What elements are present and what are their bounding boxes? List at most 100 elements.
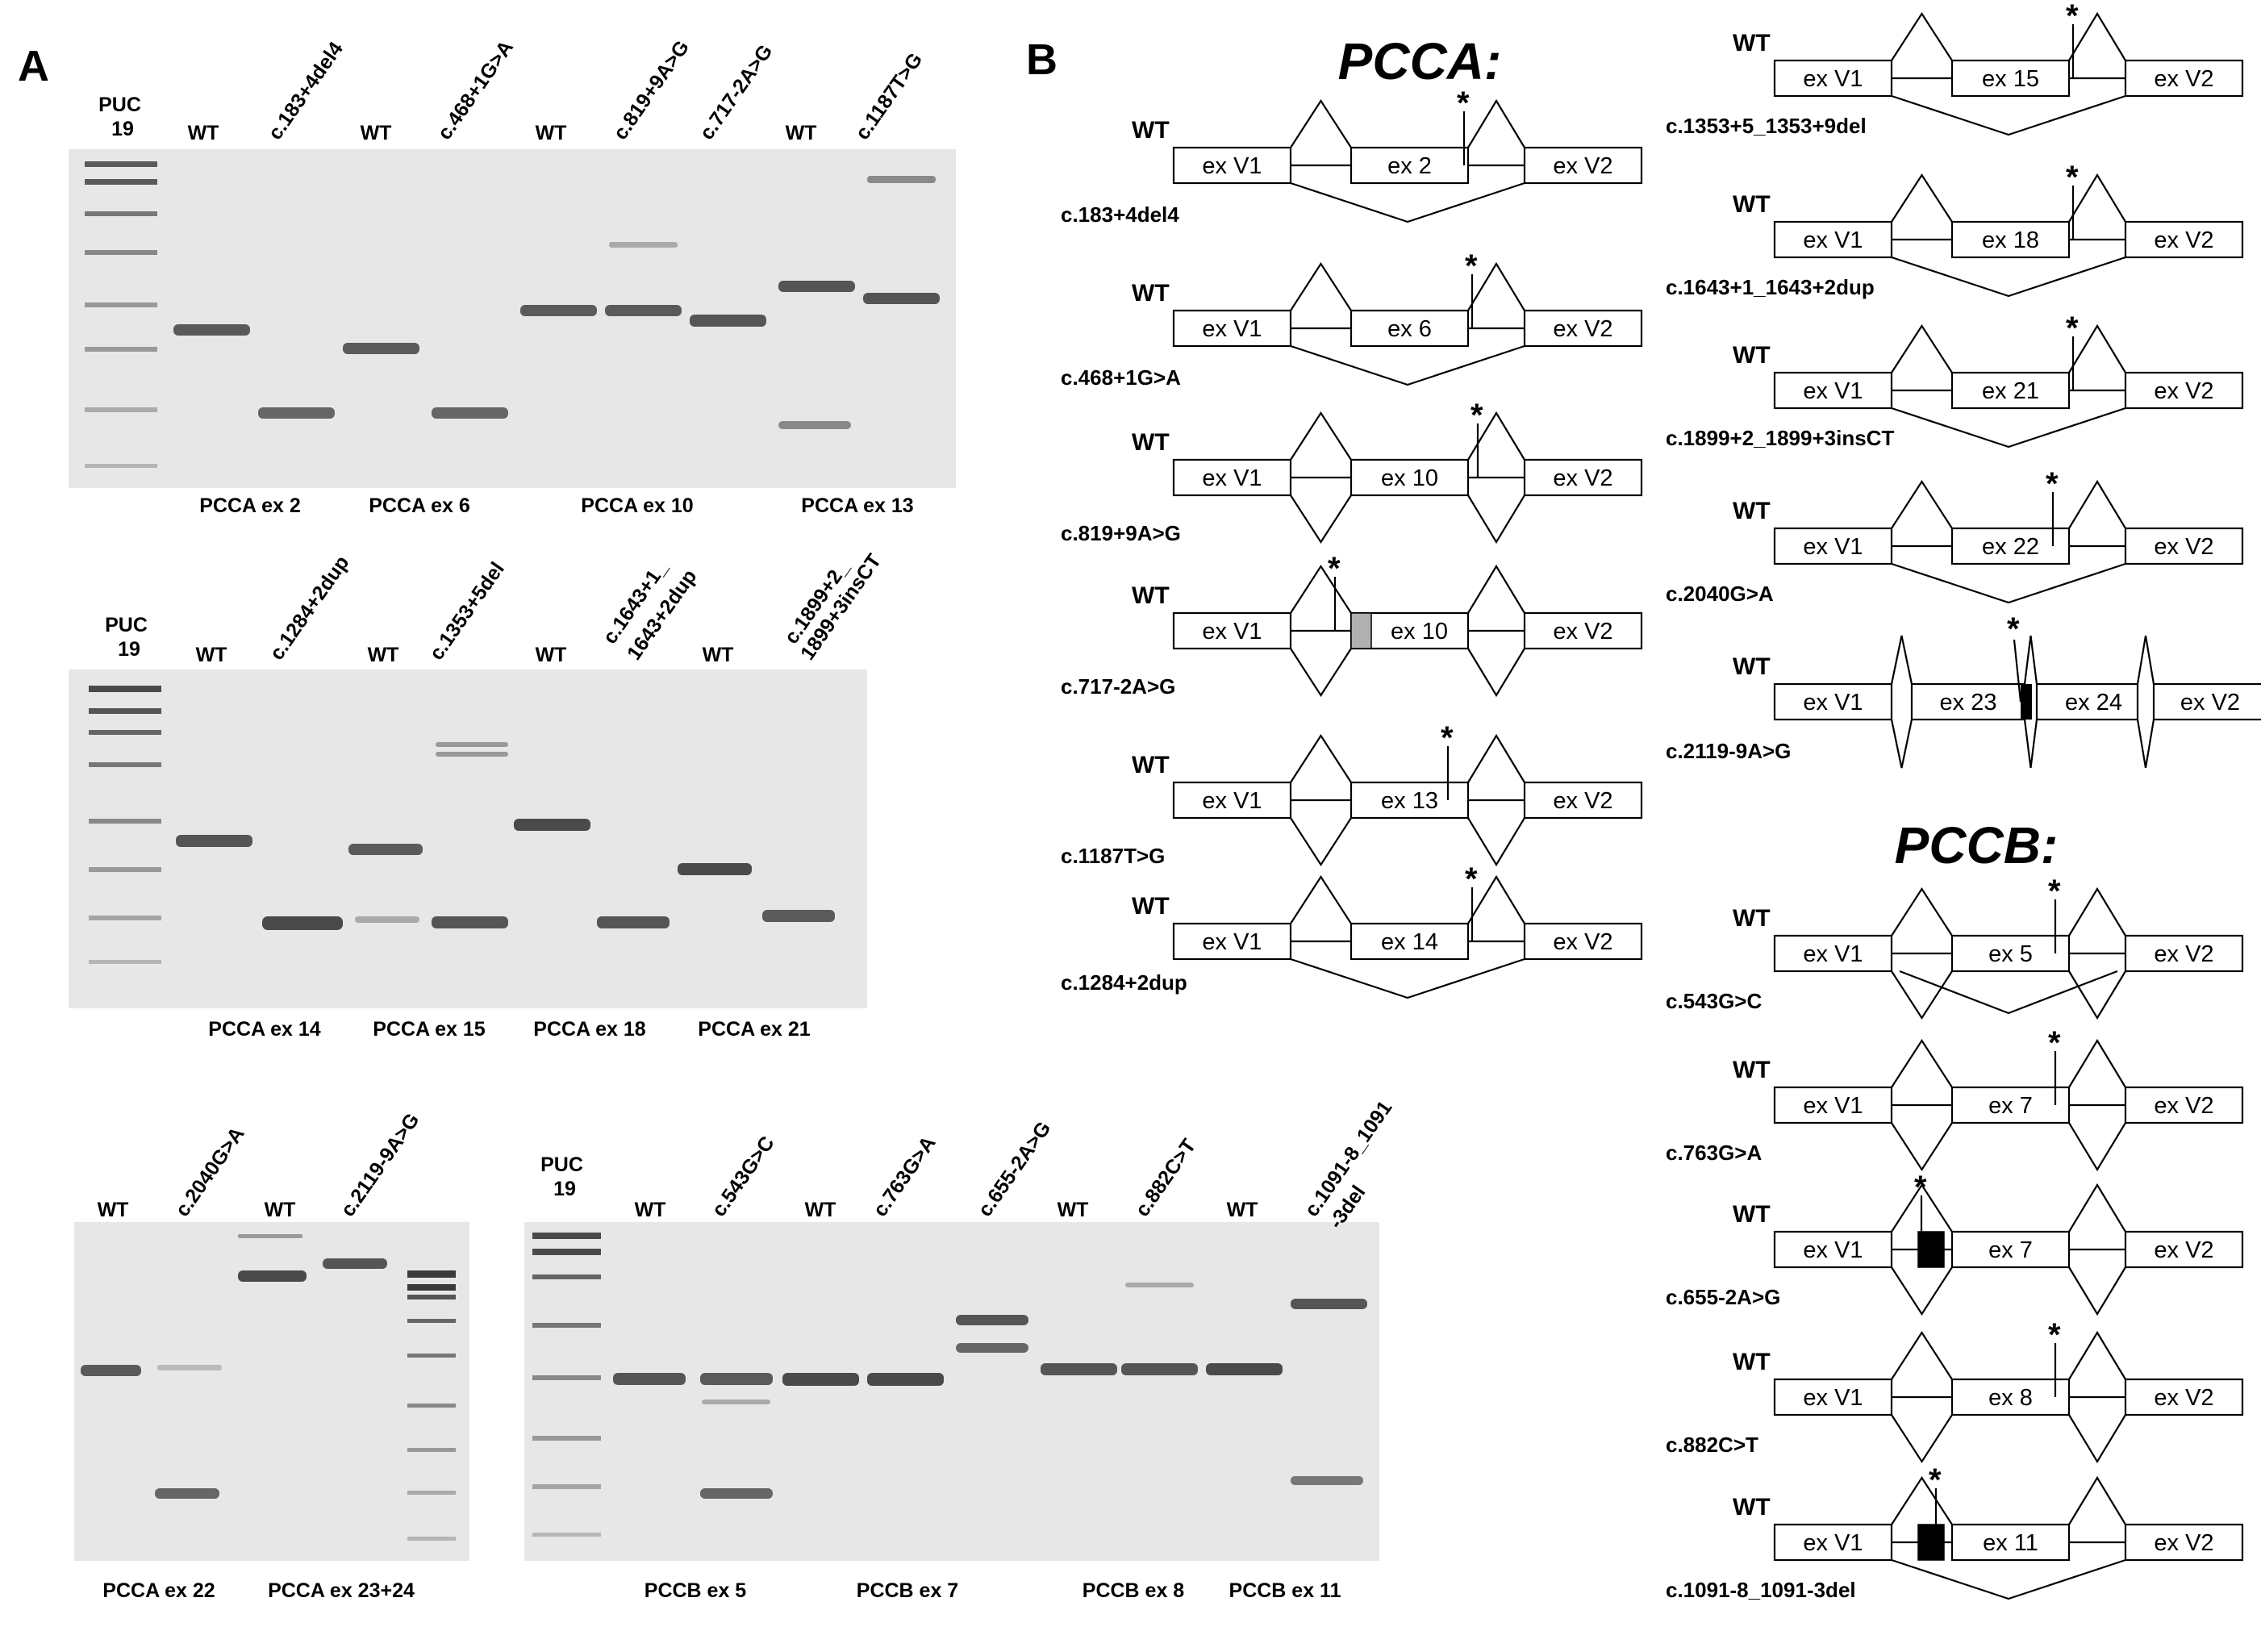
gel-image-4 bbox=[524, 1222, 1379, 1561]
splice-arc bbox=[1891, 1038, 1953, 1088]
exon-v2-label: ex V2 bbox=[1553, 316, 1612, 342]
exon-box bbox=[1950, 1523, 2071, 1562]
splice-arc bbox=[2068, 323, 2126, 373]
wt-label: WT bbox=[1733, 653, 1771, 680]
exon-v2-label: ex V2 bbox=[2154, 1530, 2213, 1556]
wt-label: WT bbox=[1132, 582, 1170, 609]
splice-arc bbox=[1290, 261, 1352, 311]
variant-label: c.655-2A>G bbox=[1666, 1285, 1780, 1309]
splice-arc bbox=[1290, 411, 1352, 461]
lane-label-wt: WT bbox=[1057, 1199, 1089, 1221]
gel-group-label: PCCA ex 18 bbox=[533, 1018, 646, 1041]
mutation-star: * bbox=[1328, 551, 1341, 586]
splice-arc bbox=[1891, 1414, 1953, 1464]
gel2-marker-label: PUC 19 bbox=[105, 614, 153, 661]
exon-box bbox=[1350, 146, 1470, 185]
exon-box bbox=[1350, 309, 1470, 348]
exon-label: ex 13 bbox=[1381, 788, 1438, 814]
gel-group-label: PCCA ex 21 bbox=[698, 1018, 811, 1041]
variant-label: c.2040G>A bbox=[1666, 582, 1774, 606]
gel2-marker-line2: 19 bbox=[118, 638, 140, 661]
mutation-star: * bbox=[1914, 1170, 1927, 1205]
gel-group-label: PCCA ex 22 bbox=[102, 1579, 215, 1602]
exon-v1-box bbox=[1172, 309, 1292, 348]
mutation-star: * bbox=[2007, 611, 2020, 647]
exon-v2-box bbox=[2124, 527, 2244, 565]
exon-v2-box bbox=[2124, 220, 2244, 259]
exon-v2-label: ex V2 bbox=[1553, 465, 1612, 491]
skip-arc bbox=[1290, 344, 1525, 386]
wt-label: WT bbox=[1733, 1201, 1771, 1228]
gel-group-label: PCCA ex 15 bbox=[373, 1018, 486, 1041]
splice-arc bbox=[1891, 1266, 1953, 1316]
variant-label: c.1187T>G bbox=[1061, 844, 1165, 868]
exon-v1-label: ex V1 bbox=[1803, 1093, 1863, 1119]
wt-label: WT bbox=[1733, 1494, 1771, 1521]
exon-v2-box bbox=[1523, 309, 1643, 348]
gel2-ladder bbox=[89, 686, 161, 964]
splice-arc bbox=[1290, 564, 1352, 614]
gel-group-label: PCCB ex 7 bbox=[857, 1579, 958, 1602]
exon-box bbox=[1350, 922, 1470, 961]
exon-v2-label: ex V2 bbox=[2154, 227, 2213, 253]
exon-v1-label: ex V1 bbox=[1803, 534, 1863, 560]
lane-label-wt: WT bbox=[265, 1199, 296, 1221]
gel-group-label: PCCB ex 5 bbox=[645, 1579, 747, 1602]
mutation-star: * bbox=[1465, 861, 1478, 897]
exon-v1-label: ex V1 bbox=[1803, 690, 1863, 715]
gel-group-label: PCCB ex 11 bbox=[1229, 1579, 1341, 1602]
exon-v1-label: ex V1 bbox=[1202, 465, 1262, 491]
gel4-ladder bbox=[532, 1233, 601, 1537]
mutation-star: * bbox=[2066, 311, 2079, 346]
exon-v1-label: ex V1 bbox=[1803, 1385, 1863, 1411]
splice-arc bbox=[1891, 1330, 1953, 1380]
exon-v2-box bbox=[2124, 1523, 2244, 1562]
skip-arc bbox=[1891, 94, 2126, 136]
mutation-star: * bbox=[1470, 398, 1483, 433]
wt-label: WT bbox=[1132, 280, 1170, 307]
gel4-marker-label: PUC 19 bbox=[540, 1153, 589, 1200]
gel1-marker-line1: PUC bbox=[98, 94, 141, 116]
gel-group-label: PCCA ex 10 bbox=[581, 494, 693, 517]
splice-arc bbox=[2023, 719, 2038, 769]
splice-arc bbox=[1290, 98, 1352, 148]
exon-v2-box bbox=[2152, 682, 2261, 721]
mutation-star: * bbox=[1929, 1462, 1942, 1498]
splice-arc bbox=[1891, 173, 1953, 223]
wt-label: WT bbox=[1733, 905, 1771, 932]
exon-v2-box bbox=[1523, 458, 1643, 497]
inserted-sequence bbox=[1350, 612, 1372, 649]
pcca-title: PCCA: bbox=[1338, 32, 1502, 90]
mutation-star: * bbox=[2048, 1317, 2061, 1353]
exon-v1-label: ex V1 bbox=[1202, 316, 1262, 342]
exon-box bbox=[1950, 371, 2071, 410]
wt-label: WT bbox=[1132, 117, 1170, 144]
wt-label: WT bbox=[1132, 893, 1170, 920]
gel-group-label: PCCA ex 6 bbox=[369, 494, 470, 517]
mutation-star: * bbox=[2066, 0, 2079, 34]
inserted-sequence bbox=[1917, 1231, 1945, 1268]
exon-v1-box bbox=[1172, 458, 1292, 497]
lane-label-wt: WT bbox=[1227, 1199, 1258, 1221]
skip-arc bbox=[1891, 562, 2126, 604]
variant-label: c.717-2A>G bbox=[1061, 674, 1175, 699]
exon-v1-box bbox=[1773, 527, 1893, 565]
wt-label: WT bbox=[1733, 191, 1771, 218]
lane-label-wt: WT bbox=[368, 644, 399, 666]
exon-label: ex 22 bbox=[1982, 534, 2039, 560]
variant-label: c.1091-8_1091-3del bbox=[1666, 1578, 1856, 1602]
lane-label-wt: WT bbox=[361, 122, 392, 144]
exon-v2-label: ex V2 bbox=[1553, 788, 1612, 814]
gel2-bands bbox=[176, 742, 835, 930]
exon-v1-box bbox=[1773, 1523, 1893, 1562]
exon-v1-label: ex V1 bbox=[1202, 153, 1262, 179]
variant-label: c.819+9A>G bbox=[1061, 521, 1181, 545]
exon-v1-label: ex V1 bbox=[1202, 788, 1262, 814]
